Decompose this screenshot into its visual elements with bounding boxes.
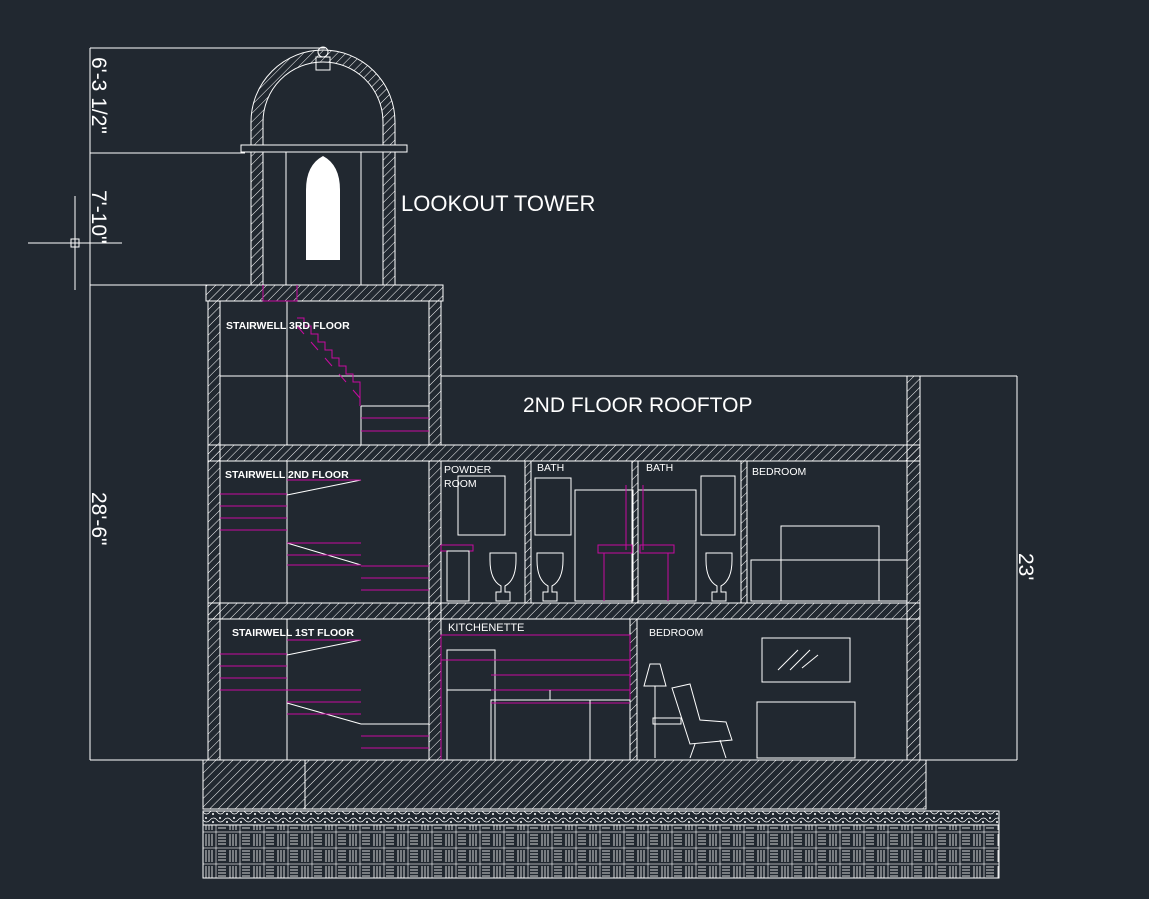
dim-dome-height: 6'-3 1/2" (87, 57, 110, 134)
stair-1st-floor (220, 639, 429, 749)
dim-building-height: 28'-6" (87, 492, 110, 546)
toilet-icon (536, 552, 564, 602)
lookout-tower (205, 46, 444, 302)
stair-2nd-floor (220, 479, 429, 591)
floor-lamp-icon (643, 663, 667, 758)
kitchenette-label: KITCHENETTE (448, 622, 524, 634)
bath-1-label: BATH (537, 462, 564, 474)
dim-tower-height: 7'-10" (87, 190, 110, 244)
dimension-lines (89, 47, 1018, 761)
powder-room-label-line1: POWDER (444, 464, 492, 476)
chair-icon (652, 683, 733, 759)
stairwell-2nd-floor-label: STAIRWELL 2ND FLOOR (225, 469, 349, 481)
stairwell-3rd-floor-label: STAIRWELL 3RD FLOOR (226, 320, 350, 332)
bath-2-label: BATH (646, 462, 673, 474)
cad-cursor-icon (28, 196, 122, 290)
bedroom-2nd-floor-label: BEDROOM (752, 466, 806, 478)
toilet-icon (705, 552, 733, 602)
lookout-tower-label: LOOKOUT TOWER (401, 191, 595, 216)
toilet-icon (489, 552, 517, 602)
first-floor-rooms (440, 618, 856, 761)
stair-3rd-floor (262, 285, 429, 432)
foundation (202, 759, 1000, 879)
second-floor-rooms (440, 460, 908, 604)
tower-window (306, 156, 340, 260)
bedroom-1st-floor-label: BEDROOM (649, 627, 703, 639)
dim-right-height: 23' (1014, 553, 1037, 580)
powder-room-label-line2: ROOM (444, 478, 477, 490)
rooftop-label: 2ND FLOOR ROOFTOP (523, 394, 752, 417)
stairwell-1st-floor-label: STAIRWELL 1ST FLOOR (232, 627, 354, 639)
